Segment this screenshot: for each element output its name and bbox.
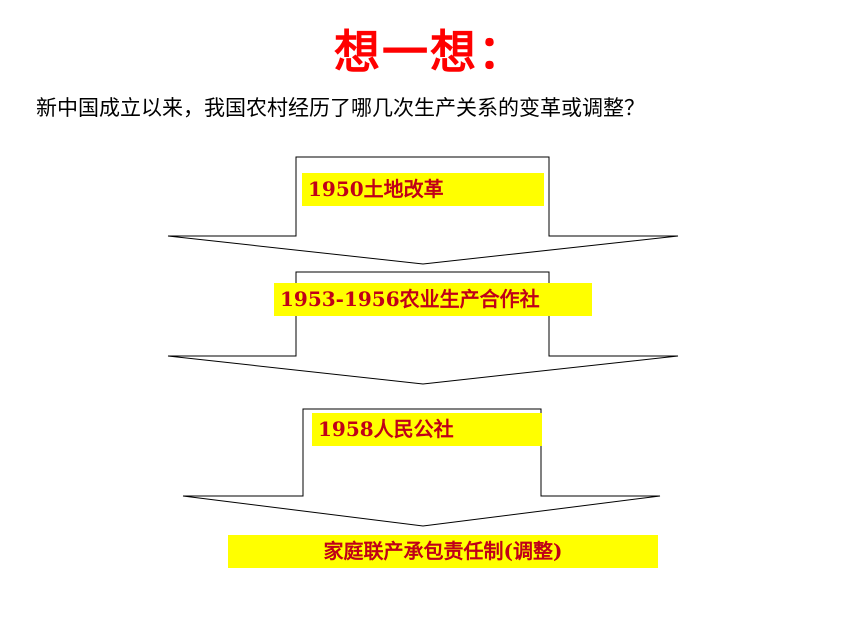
- flow-arrow-1: [167, 156, 679, 265]
- question-text: 新中国成立以来，我国农村经历了哪几次生产关系的变革或调整？: [36, 96, 645, 120]
- page-title: 想一想：: [334, 25, 526, 79]
- step-label-cooperative: 1953-1956农业生产合作社: [274, 283, 592, 316]
- step-label-household-contract: 家庭联产承包责任制(调整): [228, 535, 658, 568]
- step-label-land-reform: 1950土地改革: [302, 173, 544, 206]
- step-label-commune: 1958人民公社: [312, 413, 542, 446]
